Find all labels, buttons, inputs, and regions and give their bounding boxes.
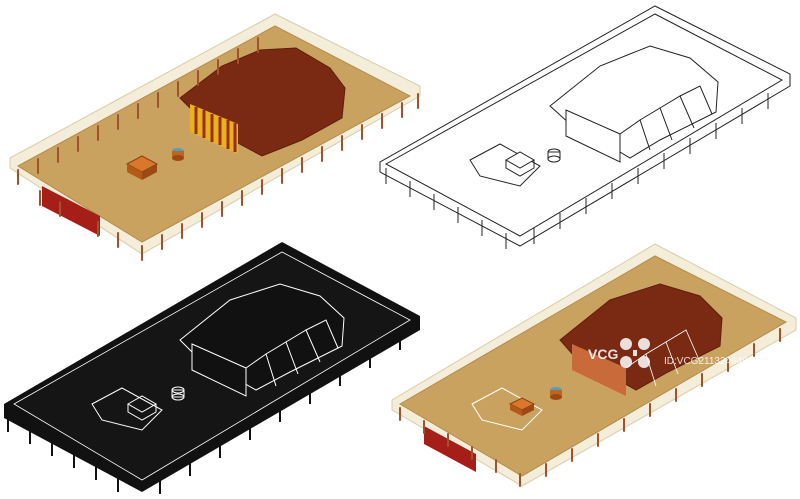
gate-curtain: [42, 186, 100, 236]
bronze-altar: [125, 155, 159, 180]
outline-tent-folds: [619, 85, 713, 151]
silhouette-altar: [91, 387, 163, 431]
outline-altar: [469, 143, 541, 187]
watermark-logo-text: VCG: [588, 346, 618, 362]
fence-posts: [17, 37, 419, 261]
bronze-laver-2: [550, 387, 562, 400]
tent-front-wall-2: [572, 344, 626, 396]
tent-folds-2: [625, 329, 701, 387]
gate-curtain-2: [424, 426, 476, 472]
outline-tabernacle-top-right: [379, 5, 791, 249]
silhouette-fence-posts: [7, 336, 401, 494]
outline-laver: [547, 148, 561, 163]
tent-front-wall: [190, 104, 238, 154]
tent-stripes: [194, 107, 237, 152]
outline-fence-posts: [385, 93, 769, 249]
color-tabernacle-bottom-right: VCG ID:VCG211324649950: [391, 243, 797, 487]
fence-posts-2: [399, 328, 781, 487]
outline-tent-front: [565, 109, 621, 163]
watermark-logo-icon: [620, 338, 650, 368]
silhouette-tabernacle-bottom-left: [4, 242, 420, 494]
silhouette-laver: [171, 386, 185, 401]
altar-outline-2: [471, 387, 543, 431]
watermark: VCG ID:VCG211324649950: [588, 338, 765, 368]
bronze-laver: [172, 148, 184, 161]
color-tabernacle-top-left: [9, 13, 421, 261]
bronze-altar-2: [508, 397, 536, 416]
watermark-id-text: ID:VCG211324649950: [664, 356, 765, 367]
silhouette-tent: [179, 283, 345, 397]
